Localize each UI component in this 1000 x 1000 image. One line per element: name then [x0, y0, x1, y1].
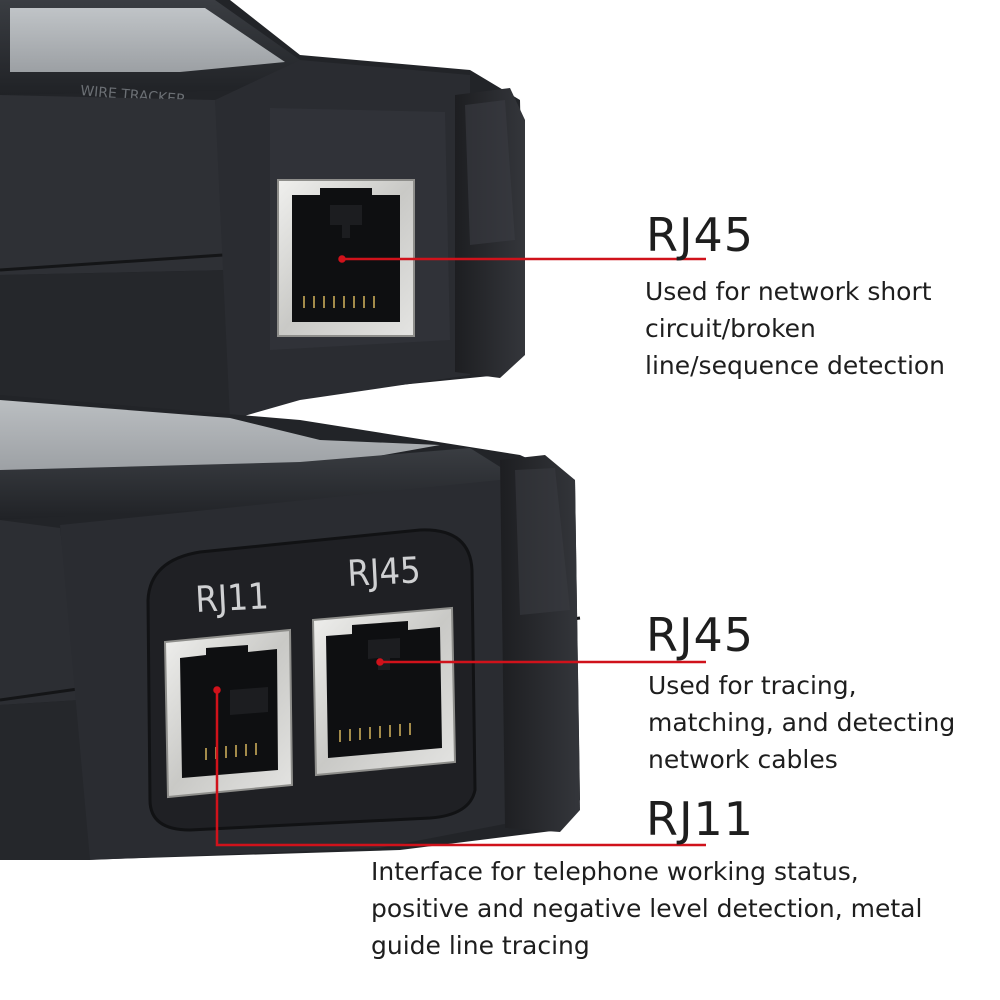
- leader-line-rj11: [215, 690, 706, 847]
- top-tester-unit: WIRE TRACKER: [0, 0, 525, 420]
- callout-line: Used for tracing,: [648, 671, 857, 700]
- rj45-port-label: RJ45: [346, 550, 421, 595]
- callout-line: circuit/broken: [645, 314, 816, 343]
- callout-line: Used for network short: [645, 277, 932, 306]
- callout-title-top-rj45: RJ45: [646, 208, 755, 262]
- callout-line: network cables: [648, 745, 838, 774]
- callout-title-bottom-rj45: RJ45: [646, 608, 755, 662]
- top-label-panel: [10, 8, 285, 72]
- leader-lines: [213, 255, 706, 847]
- callout-desc-top-rj45: Used for network short circuit/broken li…: [645, 273, 945, 384]
- callout-desc-bottom-rj45: Used for tracing, matching, and detectin…: [648, 667, 955, 778]
- rj11-port-label: RJ11: [194, 576, 269, 621]
- bottom-rj45-jack: [311, 606, 457, 777]
- callout-line: line/sequence detection: [645, 351, 946, 380]
- callout-line: Interface for telephone working status,: [371, 857, 859, 886]
- callout-line: positive and negative level detection, m…: [371, 894, 923, 923]
- rj11-jack: [163, 628, 294, 799]
- callout-desc-rj11: Interface for telephone working status, …: [371, 853, 922, 964]
- callout-title-rj11: RJ11: [646, 792, 755, 846]
- bottom-tester-unit: RJ11 RJ45: [0, 395, 581, 860]
- callout-line: guide line tracing: [371, 931, 590, 960]
- callout-line: matching, and detecting: [648, 708, 956, 737]
